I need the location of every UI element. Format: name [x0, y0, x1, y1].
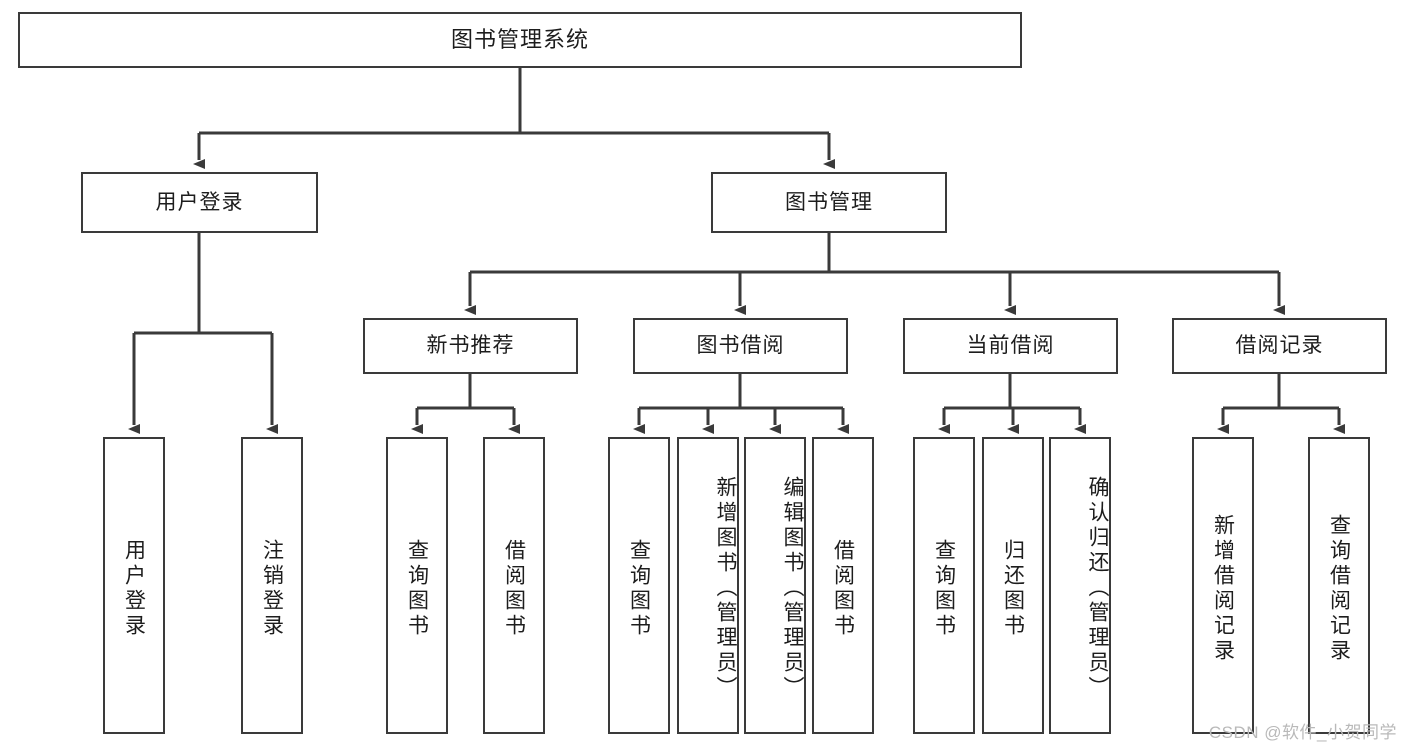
node-leaf-query-borrow-record[interactable]: 查询借阅记录: [1308, 437, 1370, 734]
node-leaf-query-book-current[interactable]: 查询图书: [913, 437, 975, 734]
node-leaf-return-book[interactable]: 归还图书: [982, 437, 1044, 734]
node-leaf-user-login[interactable]: 用户登录: [103, 437, 165, 734]
node-leaf-query-book-new[interactable]: 查询图书: [386, 437, 448, 734]
node-level3-book-borrow[interactable]: 图书借阅: [633, 318, 848, 374]
node-level3-borrow-records[interactable]: 借阅记录: [1172, 318, 1387, 374]
node-level3-current-borrow[interactable]: 当前借阅: [903, 318, 1118, 374]
node-leaf-borrow-book-new[interactable]: 借阅图书: [483, 437, 545, 734]
node-level2-book-management[interactable]: 图书管理: [711, 172, 947, 233]
node-leaf-logout[interactable]: 注销登录: [241, 437, 303, 734]
node-leaf-edit-book-admin[interactable]: 编辑图书（管理员）: [744, 437, 806, 734]
node-level3-new-book-recommend[interactable]: 新书推荐: [363, 318, 578, 374]
node-leaf-add-borrow-record[interactable]: 新增借阅记录: [1192, 437, 1254, 734]
node-leaf-confirm-return-admin[interactable]: 确认归还（管理员）: [1049, 437, 1111, 734]
watermark-credit: CSDN @软件_小贺同学: [1208, 723, 1397, 742]
node-level2-user-login[interactable]: 用户登录: [81, 172, 318, 233]
node-leaf-query-book-borrow[interactable]: 查询图书: [608, 437, 670, 734]
node-leaf-borrow-book[interactable]: 借阅图书: [812, 437, 874, 734]
node-leaf-add-book-admin[interactable]: 新增图书（管理员）: [677, 437, 739, 734]
node-root-图书管理系统[interactable]: 图书管理系统: [18, 12, 1022, 68]
